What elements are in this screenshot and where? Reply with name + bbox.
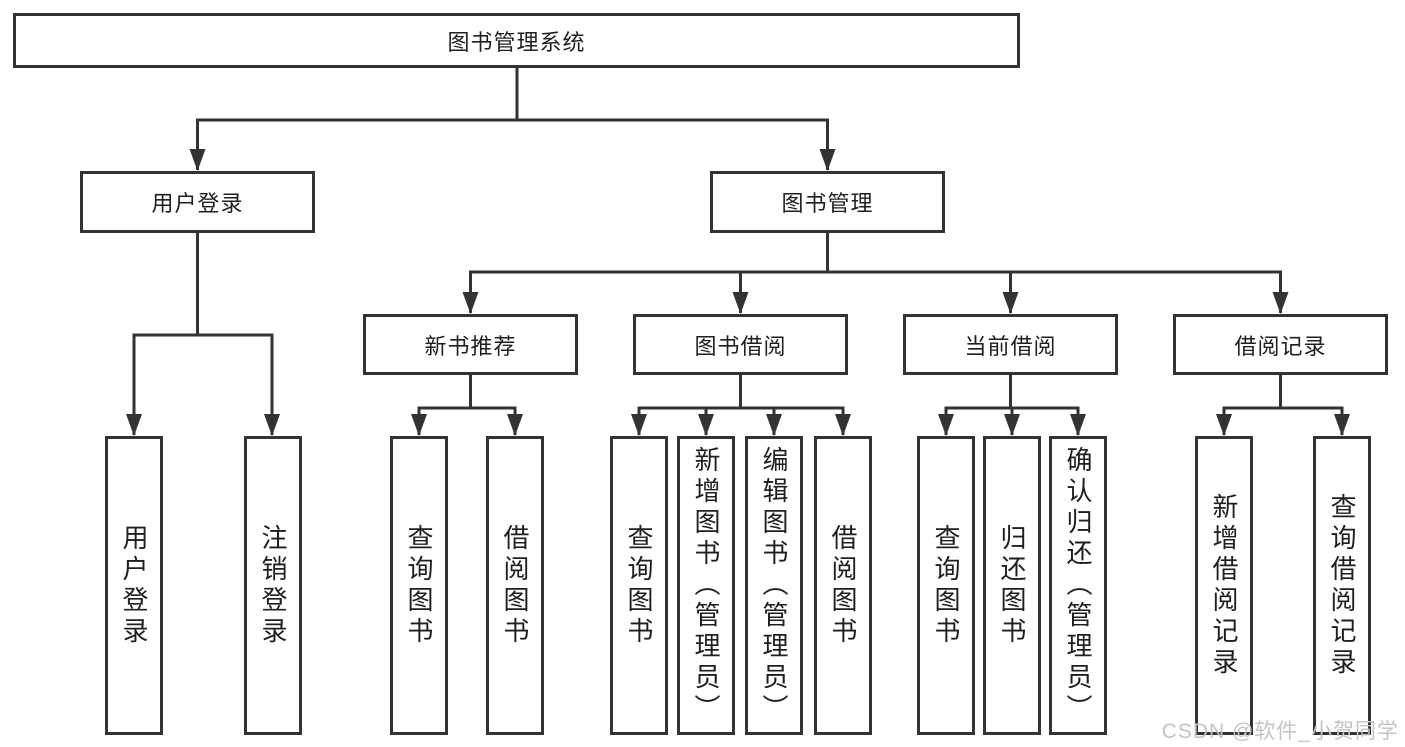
leaf-edit-book-admin: 编辑图书（管理员） [745, 436, 803, 735]
node-user-login: 用户登录 [80, 171, 315, 233]
leaf-add-borrow-record: 新增借阅记录 [1195, 436, 1253, 735]
leaf-confirm-return-admin: 确认归还（管理员） [1049, 436, 1107, 735]
leaf-borrow-books-recommend-label: 借阅图书 [500, 523, 530, 648]
leaf-logout: 注销登录 [244, 436, 302, 735]
node-library-system-label: 图书管理系统 [447, 29, 586, 55]
node-borrow-records-label: 借阅记录 [1234, 333, 1327, 359]
connector-user-login-children [126, 231, 280, 436]
leaf-edit-book-admin-label: 编辑图书（管理员） [759, 446, 789, 725]
leaf-add-book-admin-label: 新增图书（管理员） [691, 446, 721, 725]
leaf-query-books-borrow-label: 查询图书 [624, 523, 654, 648]
leaf-confirm-return-admin-label: 确认归还（管理员） [1063, 446, 1093, 725]
node-borrow-records: 借阅记录 [1173, 314, 1388, 375]
leaf-borrow-books-recommend: 借阅图书 [486, 436, 544, 735]
node-book-borrow-label: 图书借阅 [694, 333, 787, 359]
node-new-book-recommend-label: 新书推荐 [424, 333, 517, 359]
connector-borrow-records-children [1216, 373, 1350, 436]
node-current-borrow: 当前借阅 [903, 314, 1118, 375]
leaf-query-books-recommend-label: 查询图书 [404, 523, 434, 648]
leaf-return-books: 归还图书 [983, 436, 1041, 735]
node-book-borrow: 图书借阅 [633, 314, 848, 375]
node-library-system: 图书管理系统 [13, 13, 1020, 68]
leaf-logout-label: 注销登录 [258, 523, 288, 648]
csdn-watermark: CSDN @软件_小贺同学 [1161, 720, 1399, 743]
leaf-add-book-admin: 新增图书（管理员） [677, 436, 735, 735]
node-user-login-label: 用户登录 [151, 191, 244, 216]
connector-new-book-children [411, 373, 523, 436]
connector-book-management-children [462, 231, 1289, 314]
leaf-borrow-books: 借阅图书 [814, 436, 872, 735]
leaf-query-books-current: 查询图书 [917, 436, 975, 735]
leaf-add-borrow-record-label: 新增借阅记录 [1209, 492, 1239, 679]
node-current-borrow-label: 当前借阅 [964, 333, 1057, 359]
connector-current-borrow-children [938, 373, 1086, 436]
leaf-user-login: 用户登录 [105, 436, 163, 735]
leaf-query-books-borrow: 查询图书 [610, 436, 668, 735]
leaf-return-books-label: 归还图书 [997, 523, 1027, 648]
connector-book-borrow-children [631, 373, 851, 436]
leaf-query-books-current-label: 查询图书 [931, 523, 961, 648]
leaf-query-borrow-record: 查询借阅记录 [1313, 436, 1371, 735]
leaf-borrow-books-label: 借阅图书 [828, 523, 858, 648]
leaf-query-books-recommend: 查询图书 [390, 436, 448, 735]
connector-root-to-level2 [189, 66, 836, 171]
leaf-query-borrow-record-label: 查询借阅记录 [1327, 492, 1357, 679]
node-book-management: 图书管理 [710, 171, 945, 233]
node-new-book-recommend: 新书推荐 [363, 314, 578, 375]
leaf-user-login-label: 用户登录 [119, 523, 149, 648]
node-book-management-label: 图书管理 [781, 191, 874, 216]
